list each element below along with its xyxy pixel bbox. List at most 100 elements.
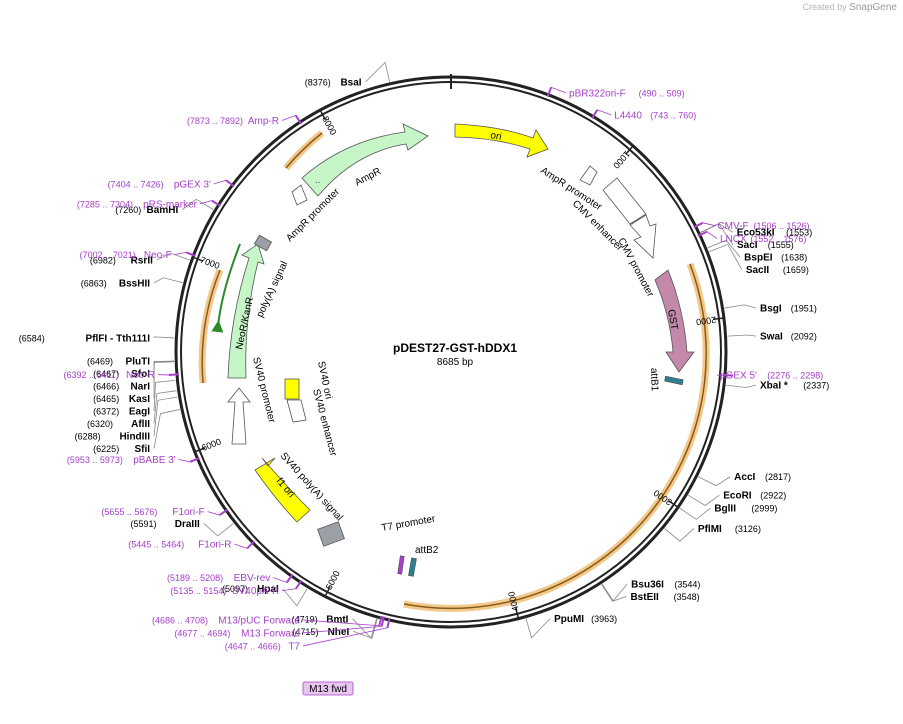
- tick-label: 6000: [200, 436, 222, 453]
- feature-sv40-promoter-arrow[interactable]: [227, 387, 251, 445]
- site-name[interactable]: HpaI: [257, 584, 279, 595]
- primer-name[interactable]: pBR322ori-F: [569, 88, 626, 99]
- primer-name[interactable]: pGEX 5': [720, 371, 757, 382]
- primer-name[interactable]: F1ori-F: [172, 507, 204, 518]
- site-leader: [153, 360, 175, 374]
- primer-name[interactable]: pRS-marker: [143, 199, 198, 210]
- primer-leader: [706, 231, 718, 239]
- site-name[interactable]: NarI: [131, 381, 151, 392]
- primer-mark: [697, 230, 708, 237]
- feature-t7-promoter[interactable]: [397, 555, 405, 575]
- site-name[interactable]: RsrII: [131, 255, 153, 266]
- site-leader: [153, 396, 178, 437]
- feature-attb2[interactable]: [408, 557, 417, 577]
- primer-name[interactable]: M13 Forward: [241, 628, 300, 639]
- site-position: (3544): [674, 580, 700, 590]
- site-name[interactable]: PflFI - Tth111I: [86, 333, 151, 344]
- site-leader: [664, 528, 695, 542]
- primer-name[interactable]: F1ori-R: [198, 540, 231, 551]
- site-name[interactable]: AccI: [734, 472, 755, 483]
- primer-mark: [189, 456, 200, 463]
- primer-leader: [207, 511, 220, 516]
- site-position: (6225): [93, 444, 119, 454]
- feature-ampr-promoter-left[interactable]: [291, 184, 308, 206]
- feature-f1-ori-arrow[interactable]: [254, 457, 311, 523]
- primer-name[interactable]: T7: [288, 641, 300, 652]
- primer-name[interactable]: Amp-R: [248, 116, 279, 127]
- site-name[interactable]: Bsu36I: [631, 580, 664, 591]
- site-name[interactable]: SwaI: [760, 332, 783, 343]
- site-name[interactable]: BsgI: [760, 304, 782, 315]
- primer-name[interactable]: L4440: [614, 110, 642, 121]
- site-name[interactable]: Eco53kI: [737, 228, 775, 239]
- feature-sv40-promoter-label: SV40 promoter: [250, 356, 277, 425]
- feature-cmv-promoter[interactable]: [629, 214, 657, 259]
- tick-mark: [193, 256, 204, 262]
- primer-name[interactable]: pBABE 3': [133, 455, 176, 466]
- site-name[interactable]: EagI: [129, 406, 150, 417]
- primer-mark: [378, 615, 383, 626]
- site-name[interactable]: BstEII: [630, 592, 659, 603]
- site-position: (6320): [87, 419, 113, 429]
- site-name[interactable]: EcoRI: [723, 491, 752, 502]
- site-name[interactable]: KasI: [129, 394, 150, 405]
- primer-name[interactable]: LNCX: [720, 234, 747, 245]
- feature-ampr-arrow[interactable]: [301, 123, 429, 197]
- site-name[interactable]: SacI: [737, 240, 758, 251]
- site-name[interactable]: BglII: [714, 504, 736, 515]
- primer-mark: [693, 221, 704, 229]
- site-name[interactable]: AflII: [131, 419, 150, 430]
- site-leader: [365, 61, 390, 83]
- site-position: (3548): [674, 592, 700, 602]
- site-name[interactable]: PflMI: [698, 524, 722, 535]
- site-name[interactable]: BmtI: [326, 614, 348, 625]
- primer-range: (1506 .. 1526): [753, 221, 809, 231]
- site-name[interactable]: NheI: [328, 627, 350, 638]
- site-name[interactable]: SfoI: [131, 369, 150, 380]
- site-name[interactable]: DraIII: [175, 519, 200, 530]
- feature-sv40-polya[interactable]: [317, 521, 345, 547]
- primer-leader: [302, 625, 382, 634]
- feature-ori-arrow[interactable]: [454, 123, 549, 158]
- primer-mark: [591, 109, 599, 119]
- site-name[interactable]: PpuMI: [554, 614, 584, 625]
- site-name[interactable]: PluTI: [126, 356, 151, 367]
- site-name[interactable]: SfiI: [134, 444, 150, 455]
- tick-label: 1000: [611, 149, 632, 171]
- site-name[interactable]: BsaI: [340, 77, 361, 88]
- feature-sv40-ori[interactable]: [284, 378, 300, 400]
- primer-name[interactable]: CMV-F: [717, 221, 748, 232]
- site-leader: [601, 584, 627, 602]
- site-name[interactable]: SacII: [746, 265, 770, 276]
- primer-range: (7404 .. 7426): [108, 179, 164, 189]
- primer-name[interactable]: M13/pUC Forward: [218, 615, 300, 626]
- site-leader: [282, 588, 308, 607]
- primer-name[interactable]: pGEX 3': [174, 179, 211, 190]
- primer-name[interactable]: Neo-F: [144, 250, 172, 261]
- site-leader: [525, 618, 551, 639]
- site-position: (6863): [81, 278, 107, 288]
- primer-leader: [273, 577, 287, 583]
- tick-mark: [668, 500, 678, 508]
- site-name[interactable]: BssHII: [119, 278, 150, 289]
- feature-polya-signal[interactable]: [253, 234, 273, 252]
- feature-polya-signal-label: poly(A) signal: [255, 260, 291, 320]
- primer-name[interactable]: SV40pA-R: [232, 586, 279, 597]
- feature-cmv-enhancer[interactable]: [602, 177, 647, 225]
- primer-name[interactable]: EBV-rev: [234, 573, 271, 584]
- site-name[interactable]: XbaI *: [760, 381, 788, 392]
- primer-range: (5135 .. 5154): [170, 586, 226, 596]
- site-name[interactable]: HindIII: [119, 431, 150, 442]
- site-name[interactable]: BamHI: [147, 205, 179, 216]
- primer-leader: [551, 86, 567, 94]
- site-leader: [727, 334, 757, 337]
- primer-mark: [246, 540, 256, 550]
- feature-attb1[interactable]: [664, 375, 684, 386]
- m13-fwd-badge[interactable]: M13 fwd: [302, 681, 354, 696]
- feature-ampr-promoter-right[interactable]: [579, 165, 598, 186]
- primer-range: (743 .. 760): [650, 110, 696, 120]
- primer-name[interactable]: Neo-R: [126, 370, 155, 381]
- site-name[interactable]: BspEI: [744, 253, 773, 264]
- feature-sv40-enhancer[interactable]: [286, 399, 307, 423]
- feature-gst-arrow[interactable]: [654, 269, 695, 373]
